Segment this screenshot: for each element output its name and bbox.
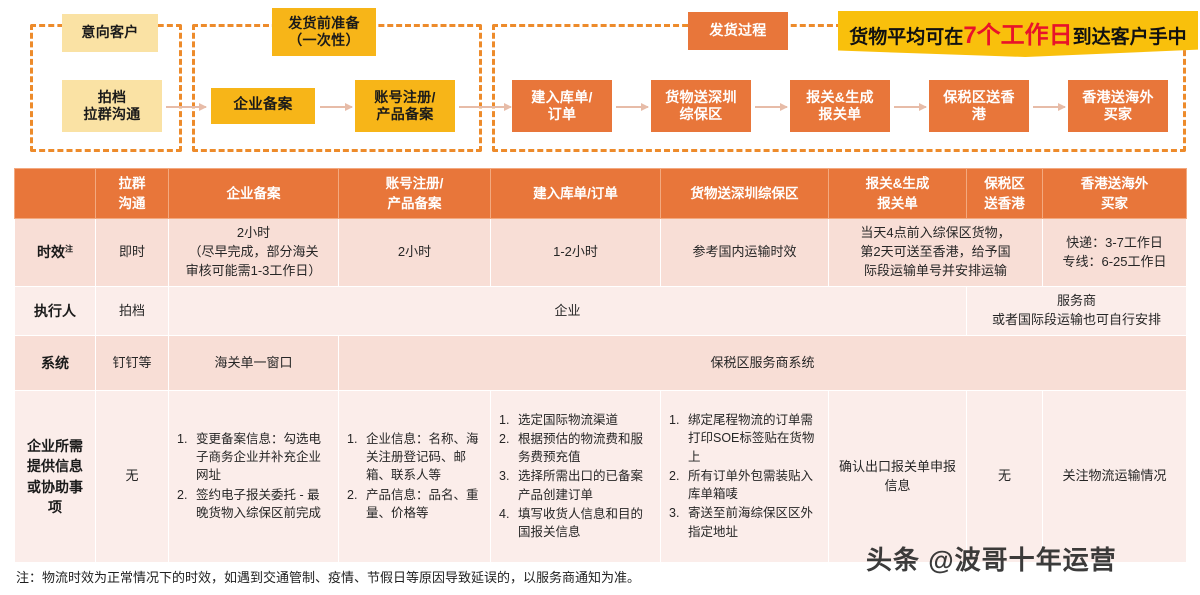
col-header-customs-declaration: 报关&生成 报关单 — [828, 168, 967, 219]
cell-required-info-customs-declaration: 确认出口报关单申报信息 — [828, 390, 967, 563]
stage-label-intent: 意向客户 — [62, 14, 158, 52]
row-label-lead-time: 时效注 — [14, 218, 96, 287]
list-item: 根据预估的物流费和服务费预充值 — [499, 430, 644, 465]
flow-arrow-4 — [616, 102, 649, 111]
banner-highlight: 7个工作日 — [963, 22, 1073, 49]
headline-banner: 货物平均可在7个工作日到达客户手中 — [838, 11, 1198, 57]
list-item: 填写收货人信息和目的国报关信息 — [499, 505, 644, 540]
flow-step-hk-to-overseas-buyer[interactable]: 香港送海外 买家 — [1068, 80, 1168, 132]
flow-step-create-inbound-order[interactable]: 建入库单/ 订单 — [512, 80, 612, 132]
list-item: 选择所需出口的已备案产品创建订单 — [499, 467, 644, 502]
watermark: 头条 @波哥十年运营 — [866, 545, 1117, 575]
cell-executor-group-chat: 拍档 — [95, 286, 169, 336]
row-label-system: 系统 — [14, 335, 96, 391]
flow-arrow-7 — [1033, 102, 1066, 111]
list-account-product-filing: 企业信息：名称、海关注册登记码、邮箱、联系人等产品信息：品名、重量、价格等 — [346, 430, 483, 522]
cell-lead-time-ship-shenzhen-zone: 参考国内运输时效 — [660, 218, 829, 287]
cell-lead-time-account-product-filing: 2小时 — [338, 218, 491, 287]
list-company-filing: 变更备案信息：勾选电子商务企业并补充企业网址签约电子报关委托 - 最晚货物入综保… — [176, 430, 331, 522]
list-ship-shenzhen-zone: 绑定尾程物流的订单需打印SOE标签贴在货物上所有订单外包需装贴入库单箱唛寄送至前… — [668, 411, 821, 541]
list-item: 绑定尾程物流的订单需打印SOE标签贴在货物上 — [669, 411, 815, 464]
cell-required-info-company-filing: 变更备案信息：勾选电子商务企业并补充企业网址签约电子报关委托 - 最晚货物入综保… — [168, 390, 339, 563]
flow-step-account-product-filing[interactable]: 账号注册/ 产品备案 — [355, 80, 455, 132]
banner-suffix: 到达客户手中 — [1072, 27, 1187, 48]
cell-required-info-inbound-order: 选定国际物流渠道根据预估的物流费和服务费预充值选择所需出口的已备案产品创建订单填… — [490, 390, 661, 563]
flow-step-bonded-zone-to-hk[interactable]: 保税区送香 港 — [929, 80, 1029, 132]
stage-label-shipping: 发货过程 — [688, 12, 788, 50]
cell-executor-service-provider: 服务商 或者国际段运输也可自行安排 — [966, 286, 1187, 336]
table-row-system: 系统 钉钉等 海关单一窗口 保税区服务商系统 — [14, 335, 1187, 391]
cell-lead-time-customs-and-hk: 当天4点前入综保区货物， 第2天可送至香港，给予国 际段运输单号并安排运输 — [828, 218, 1043, 287]
table-row-required-info: 企业所需 提供信息 或协助事 项 无 变更备案信息：勾选电子商务企业并补充企业网… — [14, 390, 1187, 563]
stage-label-preparation: 发货前准备 （一次性） — [272, 8, 376, 56]
cell-required-info-bonded-to-hk: 无 — [966, 390, 1043, 563]
footnote-text: 注：物流时效为正常情况下的时效，如遇到交通管制、疫情、节假日等原因导致延误的，以… — [16, 570, 641, 585]
list-item: 寄送至前海综保区区外指定地址 — [669, 504, 814, 539]
row-label-superscript: 注 — [65, 244, 73, 254]
cell-required-info-ship-shenzhen-zone: 绑定尾程物流的订单需打印SOE标签贴在货物上所有订单外包需装贴入库单箱唛寄送至前… — [660, 390, 829, 563]
cell-lead-time-group-chat: 即时 — [95, 218, 169, 287]
table-row-lead-time: 时效注 即时 2小时 （尽早完成，部分海关 审核可能需1-3工作日） 2小时 1… — [14, 218, 1187, 287]
col-header-inbound-order: 建入库单/订单 — [490, 168, 661, 219]
flow-arrow-5 — [755, 102, 788, 111]
col-header-account-product-filing: 账号注册/ 产品备案 — [338, 168, 491, 219]
flow-step-customs-declaration[interactable]: 报关&生成 报关单 — [790, 80, 890, 132]
flow-step-company-filing[interactable]: 企业备案 — [211, 88, 315, 124]
process-flowchart: 意向客户 发货前准备 （一次性） 发货过程 货物平均可在7个工作日到达客户手中 … — [0, 0, 1200, 168]
cell-required-info-account-product-filing: 企业信息：名称、海关注册登记码、邮箱、联系人等产品信息：品名、重量、价格等 — [338, 390, 491, 563]
list-inbound-order: 选定国际物流渠道根据预估的物流费和服务费预充值选择所需出口的已备案产品创建订单填… — [498, 411, 653, 542]
col-header-hk-to-overseas: 香港送海外 买家 — [1042, 168, 1187, 219]
col-header-company-filing: 企业备案 — [168, 168, 339, 219]
list-item: 企业信息：名称、海关注册登记码、邮箱、联系人等 — [347, 430, 479, 483]
flow-step-ship-to-shenzhen-zone[interactable]: 货物送深圳 综保区 — [651, 80, 751, 132]
col-header-group-chat: 拉群 沟通 — [95, 168, 169, 219]
list-item: 选定国际物流渠道 — [499, 411, 619, 430]
list-item: 所有订单外包需装贴入库单箱唛 — [669, 467, 814, 502]
flow-arrow-2 — [320, 102, 353, 111]
flow-arrow-1 — [166, 102, 207, 111]
col-header-blank — [14, 168, 96, 219]
banner-prefix: 货物平均可在 — [849, 27, 964, 48]
cell-required-info-group-chat: 无 — [95, 390, 169, 563]
list-item: 签约电子报关委托 - 最晚货物入综保区前完成 — [177, 486, 322, 520]
col-header-bonded-to-hk: 保税区 送香港 — [966, 168, 1043, 219]
col-header-ship-shenzhen-zone: 货物送深圳综保区 — [660, 168, 829, 219]
list-item: 变更备案信息：勾选电子商务企业并补充企业网址 — [177, 430, 322, 483]
cell-executor-enterprise: 企业 — [168, 286, 967, 336]
row-label-executor: 执行人 — [14, 286, 96, 336]
cell-required-info-hk-to-overseas: 关注物流运输情况 — [1042, 390, 1187, 563]
cell-system-bonded-provider: 保税区服务商系统 — [338, 335, 1187, 391]
table-row-executor: 执行人 拍档 企业 服务商 或者国际段运输也可自行安排 — [14, 286, 1187, 336]
cell-lead-time-inbound-order: 1-2小时 — [490, 218, 661, 287]
table-header-row: 拉群 沟通 企业备案 账号注册/ 产品备案 建入库单/订单 货物送深圳综保区 报… — [14, 168, 1187, 219]
cell-system-group-chat: 钉钉等 — [95, 335, 169, 391]
cell-lead-time-hk-to-overseas: 快递：3-7工作日 专线：6-25工作日 — [1042, 218, 1187, 287]
flow-arrow-6 — [894, 102, 927, 111]
flow-arrow-3 — [459, 102, 512, 111]
cell-lead-time-company-filing: 2小时 （尽早完成，部分海关 审核可能需1-3工作日） — [168, 218, 339, 287]
cell-system-customs-single-window: 海关单一窗口 — [168, 335, 339, 391]
process-detail-table: 拉群 沟通 企业备案 账号注册/ 产品备案 建入库单/订单 货物送深圳综保区 报… — [14, 168, 1187, 563]
list-item: 产品信息：品名、重量、价格等 — [347, 486, 479, 520]
row-label-required-info: 企业所需 提供信息 或协助事 项 — [14, 390, 96, 563]
flow-step-partner-communication[interactable]: 拍档 拉群沟通 — [62, 80, 162, 132]
